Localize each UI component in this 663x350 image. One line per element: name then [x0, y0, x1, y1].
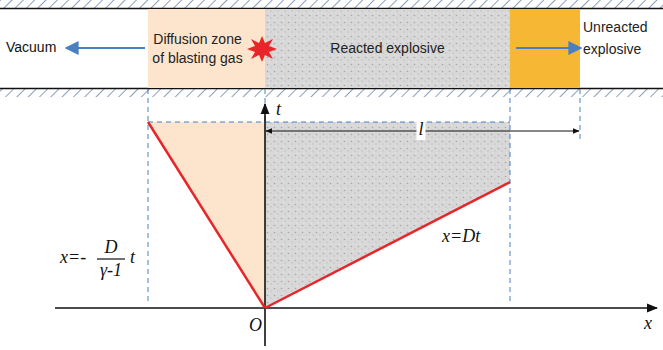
- explosion-star: [247, 36, 277, 62]
- detonation-front-line: [265, 182, 510, 308]
- diffusion-zone: Diffusion zone of blasting gas: [148, 9, 265, 88]
- reacted-explosive-zone: Reacted explosive: [265, 9, 510, 88]
- tube-wall: [0, 89, 663, 97]
- axis-label: x: [644, 314, 652, 334]
- unreacted-explosive-zone: Unreacted explosive: [510, 9, 580, 88]
- reacted-region: [265, 9, 510, 88]
- flow-arrow: [66, 47, 145, 49]
- formula-label: x=Dt: [442, 227, 480, 247]
- vacuum-label: Vacuum: [6, 40, 56, 55]
- formula-numerator: D: [105, 238, 118, 258]
- tube-wall: [0, 0, 663, 8]
- rarefaction-front-line: [148, 122, 265, 308]
- formula-part: x=-: [60, 248, 86, 268]
- unreacted-region: [510, 9, 580, 88]
- region-label: Diffusion zone of blasting gas: [152, 30, 243, 66]
- x-axis: [55, 307, 657, 309]
- diffusion-zone-fill: [148, 122, 265, 308]
- diffusion-region: [148, 9, 265, 88]
- formula-part: t: [130, 248, 135, 268]
- t-axis: [264, 104, 266, 346]
- flow-arrow: [516, 47, 581, 49]
- guide-lines: [148, 89, 580, 305]
- axis-label: t: [276, 100, 281, 120]
- reacted-zone-fill: [265, 122, 510, 308]
- region-label: Reacted explosive: [330, 39, 444, 57]
- fraction-bar: [97, 258, 125, 259]
- origin-label: O: [249, 316, 262, 336]
- region-label: Unreacted explosive: [583, 17, 659, 60]
- formula-denominator: γ-1: [100, 261, 122, 281]
- length-symbol: l: [416, 120, 425, 140]
